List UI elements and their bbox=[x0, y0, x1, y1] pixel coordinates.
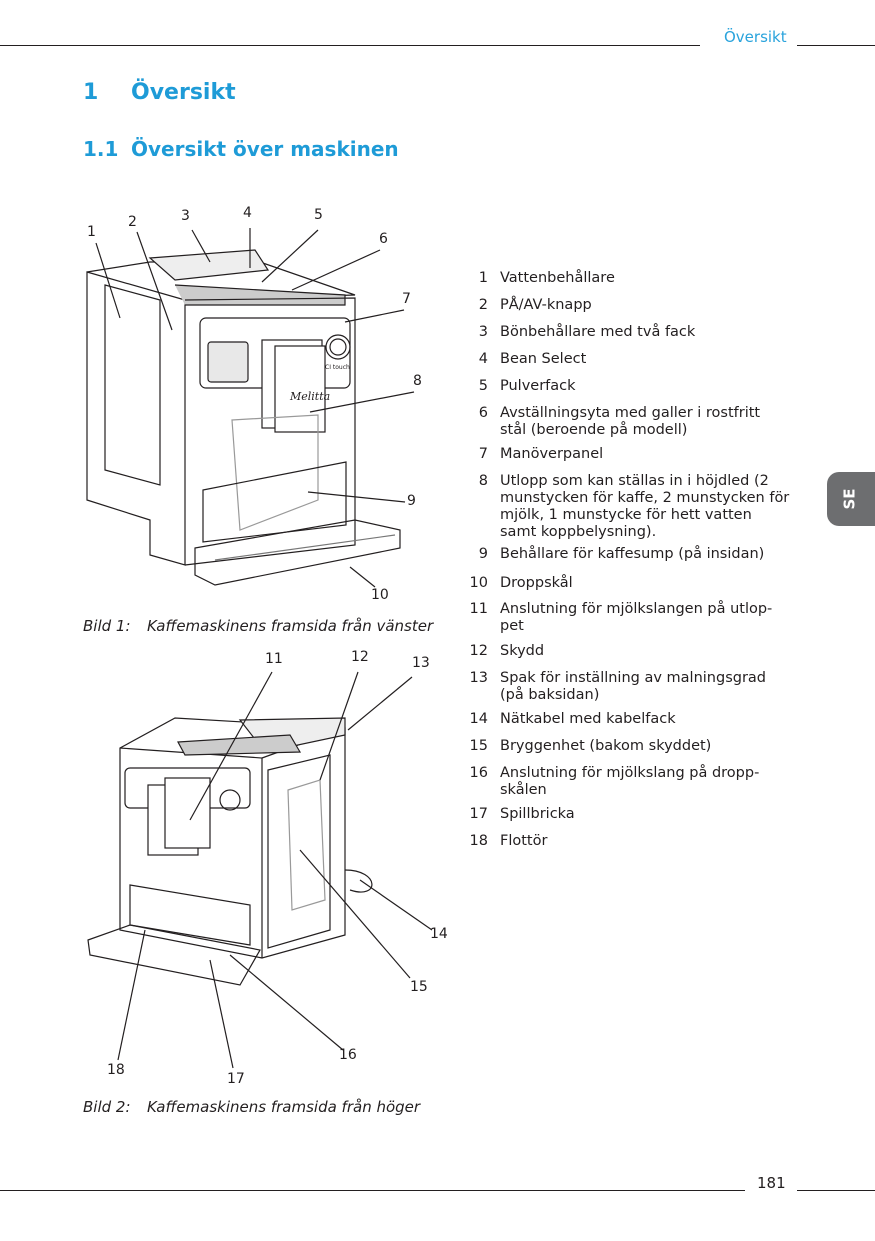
figure1-machine-drawing bbox=[86, 228, 415, 588]
model-logo: CI touch bbox=[325, 364, 350, 371]
figure2-caption: Bild 2:Kaffemaskinens framsida från höge… bbox=[83, 1098, 421, 1116]
callout-10: 10 bbox=[371, 587, 389, 603]
callout-17: 17 bbox=[227, 1071, 245, 1087]
callout-7: 7 bbox=[402, 291, 411, 307]
callout-4: 4 bbox=[243, 205, 252, 221]
callout-11: 11 bbox=[265, 651, 283, 667]
callout-15: 15 bbox=[410, 979, 428, 995]
callout-6: 6 bbox=[379, 231, 388, 247]
callout-18: 18 bbox=[107, 1062, 125, 1078]
brand-logo: Melitta bbox=[290, 390, 331, 403]
figure2-machine-drawing bbox=[87, 671, 433, 1069]
figure1-caption: Bild 1:Kaffemaskinens framsida från väns… bbox=[83, 617, 434, 635]
header-rule-right bbox=[797, 45, 875, 46]
callout-1: 1 bbox=[87, 224, 96, 240]
callout-9: 9 bbox=[407, 493, 416, 509]
callout-2: 2 bbox=[128, 214, 137, 230]
callout-13: 13 bbox=[412, 655, 430, 671]
footer-rule-right bbox=[797, 1190, 875, 1191]
language-tab: SE bbox=[827, 472, 875, 526]
callout-8: 8 bbox=[413, 373, 422, 389]
page-number: 181 bbox=[757, 1174, 786, 1192]
callout-16: 16 bbox=[339, 1047, 357, 1063]
callout-5: 5 bbox=[314, 207, 323, 223]
footer-rule-left bbox=[0, 1190, 745, 1191]
callout-12: 12 bbox=[351, 649, 369, 665]
callout-14: 14 bbox=[430, 926, 448, 942]
callout-3: 3 bbox=[181, 208, 190, 224]
header-rule-left bbox=[0, 45, 700, 46]
running-title: Översikt bbox=[724, 28, 787, 46]
